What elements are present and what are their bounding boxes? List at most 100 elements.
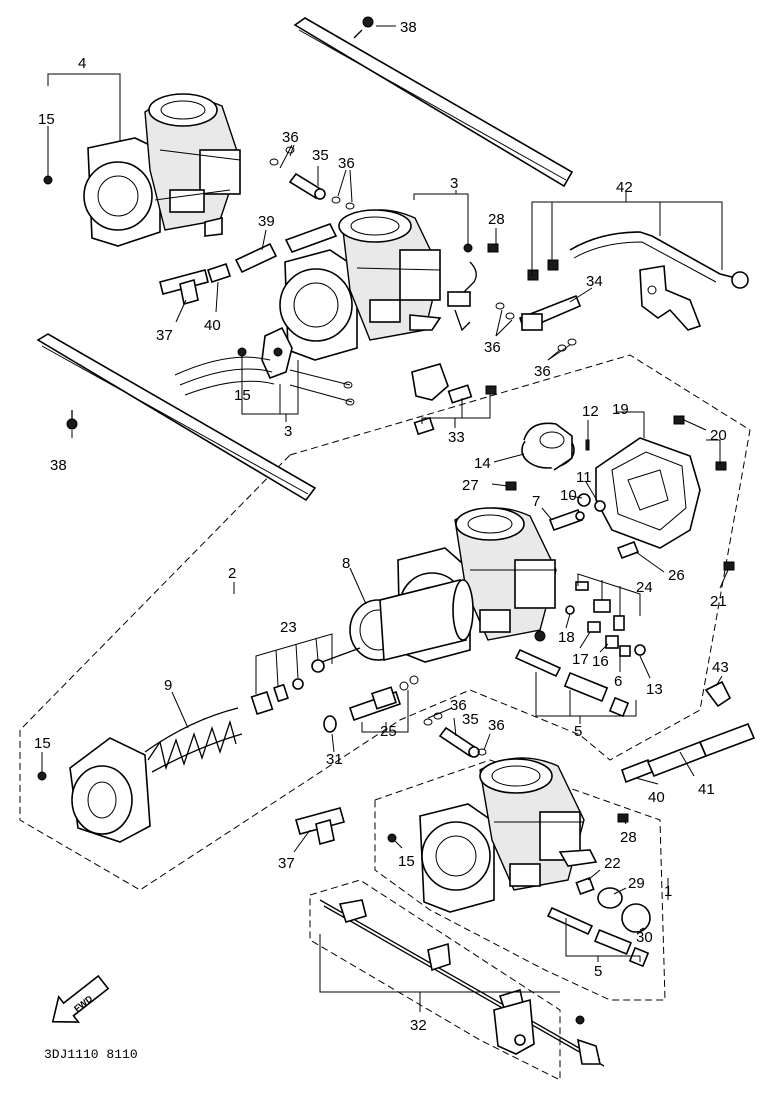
callout-4: 4 — [78, 55, 86, 72]
leader-lines — [41, 25, 729, 1012]
needle-valve-7 — [548, 508, 585, 532]
callout-36: 36 — [282, 129, 299, 146]
callout-21: 21 — [710, 593, 727, 610]
callout-7: 7 — [532, 493, 540, 510]
hose-35-upper — [288, 172, 326, 200]
screw-38-lower — [66, 410, 78, 430]
callout-35: 35 — [462, 711, 479, 728]
screw-15-carb4 — [43, 175, 53, 185]
diaphragm-8 — [349, 578, 474, 662]
callout-28: 28 — [488, 211, 505, 228]
callout-16: 16 — [592, 653, 609, 670]
starter-plunger-parts-33 — [411, 363, 497, 436]
callout-20: 20 — [710, 427, 727, 444]
callout-38: 38 — [50, 457, 67, 474]
callout-15: 15 — [398, 853, 415, 870]
callout-17: 17 — [572, 651, 589, 668]
linkage-rod-32 — [319, 899, 605, 1067]
callout-39: 39 — [258, 213, 275, 230]
pilot-screw-5-upper — [514, 648, 630, 718]
callout-6: 6 — [614, 673, 622, 690]
callout-24: 24 — [636, 579, 653, 596]
callout-35: 35 — [312, 147, 329, 164]
callout-28: 28 — [620, 829, 637, 846]
callout-37: 37 — [156, 327, 173, 344]
screw-28-top — [487, 243, 499, 253]
callout-40: 40 — [648, 789, 665, 806]
callout-33: 33 — [448, 429, 465, 446]
callout-31: 31 — [326, 751, 343, 768]
screw-38-upper — [353, 16, 374, 39]
callout-18: 18 — [558, 629, 575, 646]
cable-bracket-part — [639, 265, 702, 331]
callout-5: 5 — [594, 963, 602, 980]
callout-40: 40 — [204, 317, 221, 334]
pilot-screw-5-lower — [546, 906, 650, 968]
callout-10: 10 — [560, 487, 577, 504]
carburetor-1 — [419, 757, 598, 913]
o-rings-36-upper — [269, 146, 355, 210]
hose-35-lower — [438, 726, 480, 758]
callout-3: 3 — [284, 423, 292, 440]
jet-parts-16-18 — [565, 605, 646, 657]
callout-5: 5 — [574, 723, 582, 740]
callout-23: 23 — [280, 619, 297, 636]
callout-15: 15 — [38, 111, 55, 128]
t-joint-37-upper — [159, 269, 209, 306]
screw-21 — [723, 561, 735, 571]
pipes-40-41-43 — [620, 680, 756, 784]
float-chamber-19 — [595, 437, 701, 549]
upper-stay-bar — [293, 17, 574, 188]
cap-40-upper — [206, 262, 232, 284]
callout-30: 30 — [636, 929, 653, 946]
callout-36: 36 — [450, 697, 467, 714]
callout-34: 34 — [586, 273, 603, 290]
needle-parts-23 — [250, 647, 361, 716]
screw-28-lower — [617, 813, 629, 823]
callout-1: 1 — [664, 883, 672, 900]
callout-8: 8 — [342, 555, 350, 572]
callout-22: 22 — [604, 855, 621, 872]
callout-2: 2 — [228, 565, 236, 582]
callout-3: 3 — [450, 175, 458, 192]
callout-27: 27 — [462, 477, 479, 494]
callout-36: 36 — [484, 339, 501, 356]
small-parts-10-12 — [577, 439, 606, 512]
pipe-39 — [234, 223, 338, 274]
drain-26 — [616, 540, 640, 560]
callout-14: 14 — [474, 455, 491, 472]
callout-26: 26 — [668, 567, 685, 584]
callout-15: 15 — [234, 387, 251, 404]
carburetor-3 — [279, 209, 477, 361]
callout-19: 19 — [612, 401, 629, 418]
callout-13: 13 — [646, 681, 663, 698]
callout-29: 29 — [628, 875, 645, 892]
screw-15-carb3 — [237, 347, 247, 357]
callout-38: 38 — [400, 19, 417, 36]
callout-37: 37 — [278, 855, 295, 872]
carburetor-2-assembly-outline — [19, 354, 751, 891]
cap-31 — [323, 715, 337, 733]
callout-25: 25 — [380, 723, 397, 740]
pilot-parts-25 — [348, 675, 419, 722]
callout-9: 9 — [164, 677, 172, 694]
t-joint-37-lower — [295, 807, 345, 846]
drawing-code: 3DJ1110 8110 — [44, 1047, 138, 1062]
lower-stay-bar — [36, 333, 317, 502]
carburetor-4 — [83, 93, 241, 247]
cable-bracket-3 — [174, 326, 355, 406]
callout-labels: 38 4 15 36 35 36 3 42 39 28 34 40 37 36 … — [34, 19, 729, 1034]
parts-22-29-30 — [575, 876, 651, 933]
callout-32: 32 — [410, 1017, 427, 1034]
float-14 — [521, 422, 575, 471]
throttle-shaft-34 — [495, 294, 582, 352]
screw-15-cover — [37, 771, 47, 781]
spring-9 — [144, 707, 243, 773]
throttle-cable-42 — [527, 231, 749, 289]
callout-36: 36 — [338, 155, 355, 172]
callout-15: 15 — [34, 735, 51, 752]
callout-41: 41 — [698, 781, 715, 798]
callout-12: 12 — [582, 403, 599, 420]
callout-36: 36 — [534, 363, 551, 380]
callout-43: 43 — [712, 659, 729, 676]
